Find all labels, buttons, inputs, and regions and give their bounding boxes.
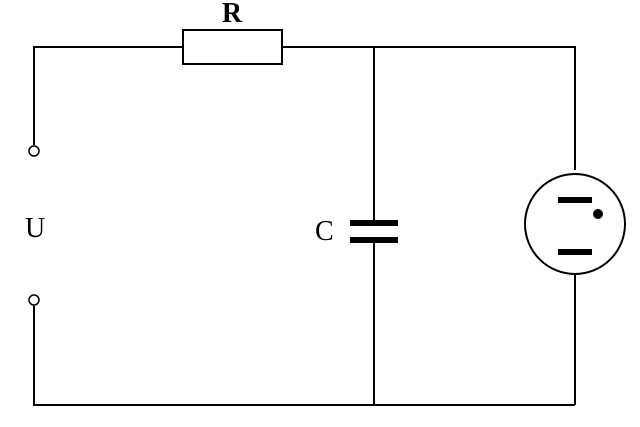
lamp-body (524, 173, 626, 275)
wire-top-right (282, 46, 576, 170)
terminal-bottom-icon (28, 294, 40, 306)
capacitor-icon (350, 220, 398, 243)
wire-bottom (33, 306, 575, 406)
terminal-top-icon (28, 145, 40, 157)
resistor-icon (182, 29, 283, 65)
capacitor-label: C (315, 216, 334, 247)
wire-top-left (33, 46, 183, 145)
lamp-icon (524, 173, 626, 275)
source-label: U (25, 213, 45, 244)
resistor-label: R (222, 0, 243, 29)
lamp-dot (593, 209, 603, 219)
